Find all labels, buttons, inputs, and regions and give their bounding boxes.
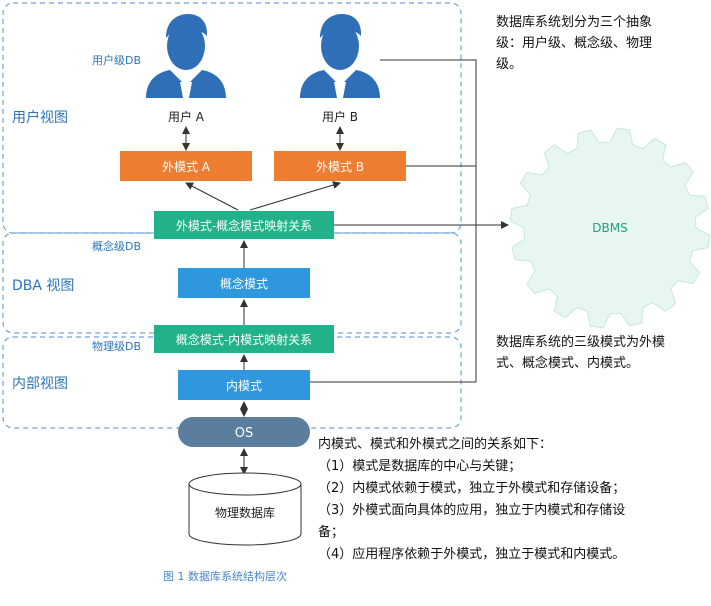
label-user-view: 用户视图 xyxy=(12,109,68,126)
dbms-gear-icon xyxy=(509,127,711,329)
note-relations-line-6: （4）应用程序依赖于外模式，独立于模式和内模式。 xyxy=(318,546,625,562)
external-conceptual-mapping-label: 外模式-概念模式映射关系 xyxy=(176,218,312,233)
note-schemas-line-2: 式、概念模式、内模式。 xyxy=(496,355,639,371)
label-user-level-db: 用户级DB xyxy=(92,53,141,67)
arrow-mapping-external-b xyxy=(249,181,341,211)
os-box xyxy=(178,417,310,447)
note-relations-line-4: （3）外模式面向具体的应用，独立于内模式和存储设 xyxy=(318,502,625,518)
note-abstraction-line-2: 级：用户级、概念级、物理 xyxy=(496,35,652,51)
note-abstraction-line-1: 数据库系统划分为三个抽象 xyxy=(496,14,652,30)
internal-schema-box xyxy=(178,370,310,400)
arrow-mapping-external-a xyxy=(185,182,239,211)
external-schema-a-label: 外模式 A xyxy=(162,160,211,174)
region-user-level xyxy=(2,2,462,234)
user-a-icon xyxy=(146,14,226,98)
conceptual-schema-box xyxy=(178,268,310,298)
note-schemas-line-1: 数据库系统的三级模式为外模 xyxy=(496,334,665,350)
note-relations-line-5: 备； xyxy=(318,524,344,540)
internal-schema-label: 内模式 xyxy=(226,379,262,393)
user-a-label: 用户 A xyxy=(168,109,205,124)
label-internal-view: 内部视图 xyxy=(12,376,68,392)
dbms-label: DBMS xyxy=(592,221,627,235)
external-schema-a-box xyxy=(120,151,252,181)
label-dba-view: DBA 视图 xyxy=(12,278,74,294)
user-b-icon xyxy=(300,14,380,98)
note-relations-line-3: （2）内模式依赖于模式，独立于外模式和存储设备； xyxy=(318,480,625,496)
conceptual-internal-mapping-box xyxy=(154,325,334,353)
figure-caption: 图 1 数据库系统结构层次 xyxy=(163,569,287,583)
note-abstraction-line-3: 级。 xyxy=(496,57,522,72)
physical-database-icon xyxy=(188,472,302,546)
conceptual-internal-mapping-label: 概念模式-内模式映射关系 xyxy=(176,332,312,347)
label-concept-level-db: 概念级DB xyxy=(92,239,141,253)
user-b-label: 用户 B xyxy=(322,109,358,124)
conceptual-schema-label: 概念模式 xyxy=(220,276,268,291)
physical-database-label: 物理数据库 xyxy=(215,505,275,520)
label-physical-level-db: 物理级DB xyxy=(92,339,141,353)
external-conceptual-mapping-box xyxy=(154,211,334,239)
external-schema-b-box xyxy=(274,151,406,181)
external-schema-b-label: 外模式 B xyxy=(316,160,364,174)
os-label: OS xyxy=(235,426,253,441)
note-relations-line-1: 内模式、模式和外模式之间的关系如下： xyxy=(318,436,552,452)
connector-user-b-dbms xyxy=(380,59,477,382)
note-relations-line-2: （1）模式是数据库的中心与关键； xyxy=(318,458,521,474)
